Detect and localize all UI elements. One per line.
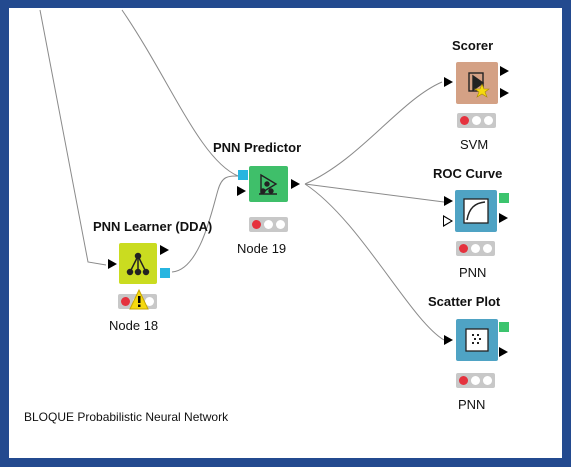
predictor-node[interactable] <box>249 166 288 202</box>
status-green-light <box>483 244 492 253</box>
predictor-model-input-port[interactable] <box>238 170 248 180</box>
scatter-input-port[interactable] <box>444 335 453 345</box>
scorer-label: SVM <box>460 137 489 152</box>
status-red-light <box>459 244 468 253</box>
learner-title: PNN Learner (DDA) <box>93 219 213 234</box>
roc-optional-input-port[interactable] <box>443 215 453 227</box>
predictor-output-port[interactable] <box>291 179 300 189</box>
scorer-title: Scorer <box>452 38 494 53</box>
scatter-status <box>456 373 495 388</box>
scatter-label: PNN <box>458 397 486 412</box>
roc-view-port[interactable] <box>499 193 509 203</box>
scorer-node[interactable] <box>456 62 498 104</box>
status-green-light <box>276 220 285 229</box>
roc-label: PNN <box>459 265 487 280</box>
scorer-icon <box>468 72 490 98</box>
predictor-status <box>249 217 288 232</box>
scorer-status <box>457 113 496 128</box>
roc-title: ROC Curve <box>433 166 503 181</box>
learner-label: Node 18 <box>109 318 159 333</box>
status-green-light <box>484 116 493 125</box>
predictor-label: Node 19 <box>237 241 287 256</box>
status-red-light <box>121 297 130 306</box>
scatter-node[interactable] <box>456 319 498 361</box>
scorer-output-port-2[interactable] <box>500 88 509 98</box>
status-yellow-light <box>472 116 481 125</box>
warning-icon <box>129 289 149 310</box>
status-green-light <box>483 376 492 385</box>
workflow-annotation[interactable]: BLOQUE Probabilistic Neural Network <box>24 410 229 424</box>
status-yellow-light <box>264 220 273 229</box>
status-yellow-light <box>471 244 480 253</box>
status-red-light <box>459 376 468 385</box>
predictor-icon <box>259 173 278 195</box>
predictor-title: PNN Predictor <box>213 140 302 155</box>
predictor-data-input-port[interactable] <box>237 186 246 196</box>
status-green-light <box>145 297 154 306</box>
scatter-output-port[interactable] <box>499 347 508 357</box>
learner-node[interactable] <box>119 243 157 284</box>
scatter-plot-icon <box>465 328 489 352</box>
roc-curve-icon <box>463 198 489 224</box>
neural-net-icon <box>126 252 150 276</box>
roc-node[interactable] <box>455 190 497 232</box>
roc-output-port[interactable] <box>499 213 508 223</box>
status-red-light <box>460 116 469 125</box>
status-yellow-light <box>471 376 480 385</box>
scatter-view-port[interactable] <box>499 322 509 332</box>
scorer-output-port-1[interactable] <box>500 66 509 76</box>
roc-status <box>456 241 495 256</box>
learner-model-port[interactable] <box>160 268 170 278</box>
learner-output-port[interactable] <box>160 245 169 255</box>
status-red-light <box>252 220 261 229</box>
scorer-input-port[interactable] <box>444 77 453 87</box>
learner-input-port[interactable] <box>108 259 117 269</box>
scatter-title: Scatter Plot <box>428 294 501 309</box>
roc-input-port[interactable] <box>444 196 453 206</box>
